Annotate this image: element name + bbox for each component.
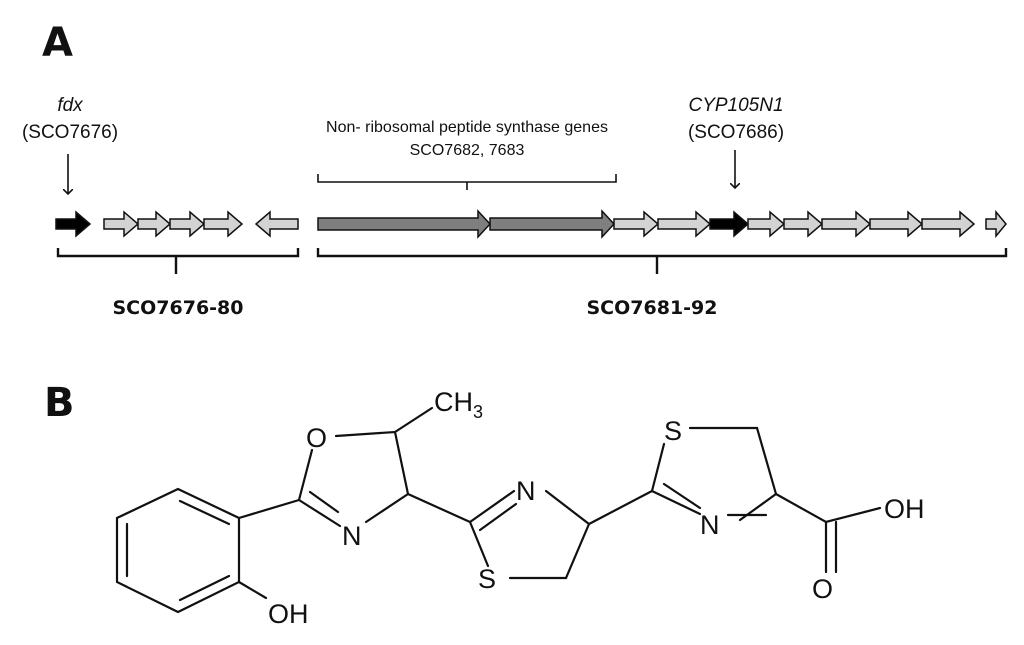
carboxyl-o-label: O <box>812 574 833 604</box>
gene-arrow <box>869 210 924 238</box>
panel-label-a: A <box>42 20 73 66</box>
aryl-oxazoline-bond <box>237 498 301 520</box>
fdx-gene-id: (SCO7676) <box>22 122 118 143</box>
oxazoline-thiazoline-bond <box>406 492 472 524</box>
thiazoline-double-bond-middle <box>478 502 518 532</box>
thiazoline-s-label-right: S <box>664 416 682 446</box>
gene-arrows <box>55 209 1007 239</box>
gene-arrow <box>137 210 172 238</box>
fdx-gene-name: fdx <box>57 95 84 116</box>
oxazoline-double-bond <box>308 490 340 514</box>
thiazoline-n-label-middle: N <box>516 476 536 506</box>
gene-arrow <box>613 210 660 238</box>
cluster-label-right: SCO7681-92 <box>587 297 718 319</box>
gene-arrow <box>921 210 976 238</box>
thiazoline-link-bond <box>587 489 654 526</box>
cluster-label-left: SCO7676-80 <box>113 297 244 319</box>
thiazoline-ring-middle <box>468 489 591 580</box>
thiazoline-n-label-right: N <box>700 510 720 540</box>
gene-arrow-fdx <box>55 210 92 238</box>
nrps-label-line1: Non- ribosomal peptide synthase genes <box>326 119 608 136</box>
cluster-bracket-left <box>56 248 300 274</box>
gene-arrow <box>747 210 786 238</box>
gene-arrow <box>821 210 872 238</box>
oxazoline-ring <box>297 430 410 528</box>
thiazoline-s-label-middle: S <box>478 564 496 594</box>
benzene-ring <box>115 487 241 614</box>
thiazoline-ring-right <box>650 426 778 517</box>
thiazoline-double-bond-right <box>662 482 702 510</box>
gene-arrow-reverse <box>254 210 299 238</box>
gene-arrow-nrps-1 <box>317 209 492 239</box>
carboxyl-oh-label: OH <box>884 494 925 524</box>
gene-arrow-nrps-2 <box>489 209 616 239</box>
gene-arrow <box>203 210 244 238</box>
panel-label-b: B <box>44 380 75 426</box>
gene-arrow-cyp <box>709 210 750 238</box>
methyl-bond <box>393 406 434 434</box>
carboxyl-bond <box>774 492 882 574</box>
nrps-label-line2: SCO7682, 7683 <box>410 142 525 159</box>
gene-arrow <box>169 210 206 238</box>
cyp-gene-id: (SCO7686) <box>688 122 784 143</box>
benzene-double-bonds <box>125 499 231 602</box>
cluster-bracket-right <box>316 248 1008 274</box>
thiazoline-bond-right-ca <box>738 492 778 522</box>
gene-arrow <box>657 210 712 238</box>
gene-arrow <box>985 209 1007 239</box>
phenol-oh-label: OH <box>268 599 309 629</box>
molecule-structure: OH O N CH3 N S S N OH O <box>115 387 925 629</box>
gene-arrow <box>783 210 824 238</box>
gene-arrow <box>103 210 140 238</box>
oxazoline-o-label: O <box>306 423 327 453</box>
oxazoline-n-label: N <box>342 521 362 551</box>
cyp-gene-name: CYP105N1 <box>688 95 783 116</box>
methyl-label: CH3 <box>434 387 483 422</box>
nrps-bracket <box>317 174 617 190</box>
phenol-bond <box>237 580 268 600</box>
